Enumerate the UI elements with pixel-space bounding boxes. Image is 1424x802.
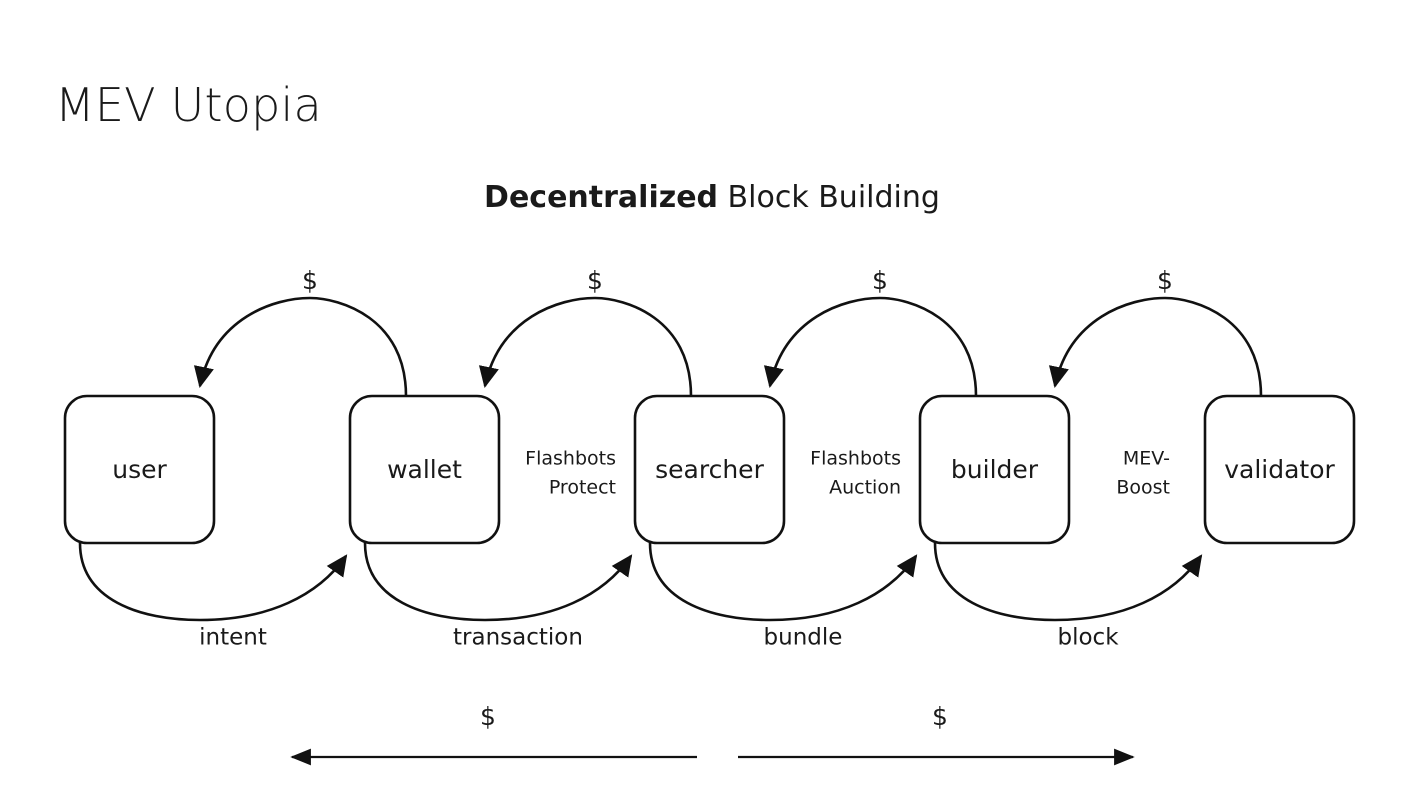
bottom-arrow-label-left: $ [480, 702, 496, 731]
middle-label-3-line1: MEV- [1123, 448, 1170, 470]
page-title: MEV Utopia [55, 78, 322, 132]
bottom-arrow-left-flow: $ [290, 702, 697, 766]
middle-label-3-line2: Boost [1116, 477, 1170, 499]
node-validator[interactable]: validator [1203, 394, 1356, 545]
bottom-edge-path-4 [933, 542, 1203, 622]
bottom-edge-path-3 [648, 542, 918, 622]
middle-label-2-line1: Flashbots [810, 448, 901, 470]
node-label-wallet: wallet [387, 455, 462, 484]
node-box-user[interactable] [63, 394, 216, 545]
node-label-user: user [112, 455, 167, 484]
diagram-subtitle: Decentralized Block Building [0, 180, 1424, 215]
top-edge-path-3 [763, 296, 978, 397]
top-edge-path-1 [193, 296, 408, 397]
bottom-arrow-right-flow: $ [738, 702, 1135, 766]
node-label-validator: validator [1224, 455, 1335, 484]
node-user[interactable]: user [63, 394, 216, 545]
bottom-edge-label-4: block [1057, 625, 1119, 651]
node-box-validator[interactable] [1203, 394, 1356, 545]
top-edge-wallet-to-user: $ [193, 266, 408, 397]
middle-label-mev-boost: MEV- Boost [1116, 448, 1170, 499]
node-label-builder: builder [951, 455, 1039, 484]
top-edge-label-1: $ [302, 266, 318, 295]
bottom-edge-label-2: transaction [453, 625, 583, 651]
bottom-edge-user-to-wallet: intent [78, 542, 348, 651]
bottom-edge-path-1 [78, 542, 348, 622]
node-label-searcher: searcher [655, 455, 764, 484]
node-wallet[interactable]: wallet [348, 394, 501, 545]
middle-label-2-line2: Auction [829, 477, 901, 499]
bottom-edge-label-3: bundle [764, 625, 843, 651]
top-edge-builder-to-searcher: $ [763, 266, 978, 397]
top-edge-path-2 [478, 296, 693, 397]
middle-label-flashbots-protect: Flashbots Protect [525, 448, 616, 499]
middle-label-flashbots-auction: Flashbots Auction [810, 448, 901, 499]
node-box-wallet[interactable] [348, 394, 501, 545]
node-box-searcher[interactable] [633, 394, 786, 545]
middle-label-1-line2: Protect [549, 477, 616, 499]
subtitle-bold-part: Decentralized [484, 180, 719, 215]
bottom-arrow-label-right: $ [932, 702, 948, 731]
top-edge-label-4: $ [1157, 266, 1173, 295]
bottom-edge-builder-to-validator: block [933, 542, 1203, 651]
bottom-edge-path-2 [363, 542, 633, 622]
node-builder[interactable]: builder [918, 394, 1071, 545]
top-edge-label-2: $ [587, 266, 603, 295]
bottom-edge-searcher-to-builder: bundle [648, 542, 918, 651]
top-edge-label-3: $ [872, 266, 888, 295]
subtitle-regular-part: Block Building [718, 180, 940, 215]
node-box-builder[interactable] [918, 394, 1071, 545]
top-edge-path-4 [1048, 296, 1263, 397]
top-edge-validator-to-builder: $ [1048, 266, 1263, 397]
node-searcher[interactable]: searcher [633, 394, 786, 545]
bottom-edge-wallet-to-searcher: transaction [363, 542, 633, 651]
bottom-edge-label-1: intent [199, 625, 267, 651]
middle-label-1-line1: Flashbots [525, 448, 616, 470]
top-edge-searcher-to-wallet: $ [478, 266, 693, 397]
